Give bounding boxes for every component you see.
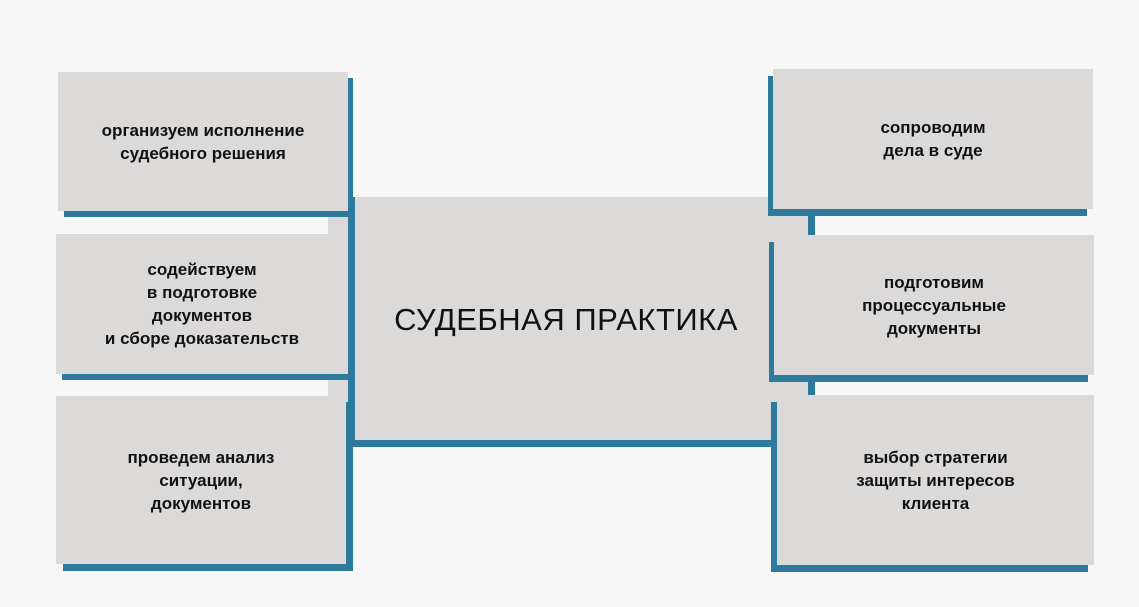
center-border-bottom: [348, 440, 778, 447]
right-box-2: подготовим процессуальные документы: [774, 235, 1094, 375]
center-block: [328, 197, 808, 442]
center-border-right-mid: [808, 372, 815, 397]
left-box-2: содействуем в подготовке документов и сб…: [56, 234, 348, 374]
left-box-1-shadow-bottom: [64, 210, 353, 217]
left-box-3-shadow-right: [346, 402, 353, 571]
left-box-1: организуем исполнение судебного решения: [58, 72, 348, 211]
right-box-1-shadow-bottom: [768, 209, 1087, 216]
left-box-2-shadow-bottom: [62, 373, 353, 380]
right-box-2-shadow-left: [769, 242, 776, 382]
center-title-wrap: СУДЕБНАЯ ПРАКТИКА: [356, 197, 776, 442]
right-box-3: выбор стратегии защиты интересов клиента: [777, 395, 1094, 565]
right-box-1-label: сопроводим дела в суде: [880, 118, 986, 160]
right-box-2-label: подготовим процессуальные документы: [862, 272, 1006, 338]
left-box-1-label: организуем исполнение судебного решения: [101, 120, 305, 163]
left-box-3: проведем анализ ситуации, документов: [56, 396, 346, 564]
center-title: СУДЕБНАЯ ПРАКТИКА: [394, 301, 738, 337]
right-box-2-shadow-bottom: [769, 375, 1088, 382]
left-box-3-label: проведем анализ ситуации, документов: [127, 447, 275, 513]
right-box-3-shadow-bottom: [771, 565, 1088, 572]
left-box-2-label: содействуем в подготовке документов и сб…: [104, 260, 300, 348]
left-box-1-shadow-right: [346, 78, 353, 217]
left-box-3-shadow-bottom: [63, 564, 353, 571]
right-box-1: сопроводим дела в суде: [773, 69, 1093, 209]
right-box-1-shadow-left: [768, 76, 775, 216]
right-box-3-shadow-left: [771, 402, 778, 572]
left-box-2-shadow-right: [346, 240, 353, 380]
right-box-3-label: выбор стратегии защиты интересов клиента: [856, 447, 1015, 513]
center-border-right-upper: [808, 200, 815, 235]
